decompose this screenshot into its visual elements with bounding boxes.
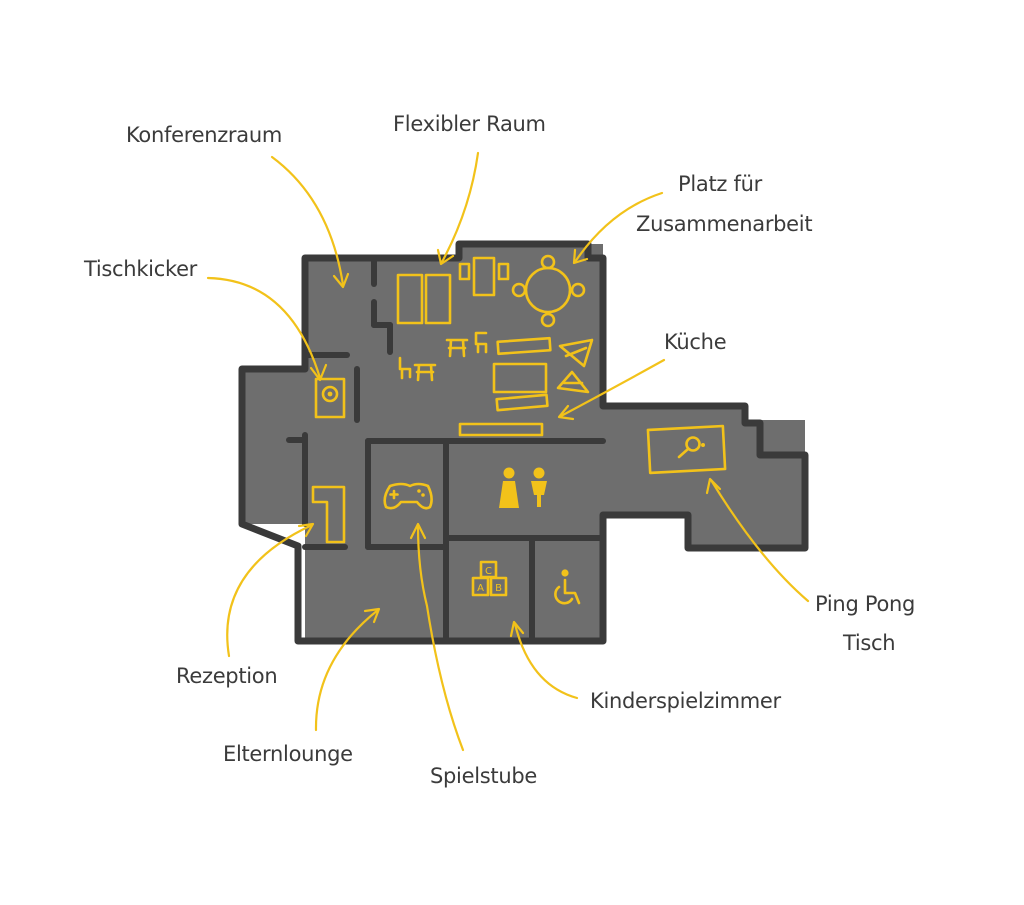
label-kinderspielzimmer: Kinderspielzimmer [590, 689, 782, 713]
wheelchair-icon [554, 569, 581, 605]
label-tischkicker: Tischkicker [83, 257, 198, 281]
label-rezeption: Rezeption [176, 664, 277, 688]
label-elternlounge: Elternlounge [223, 742, 353, 766]
room-labels: Konferenzraum Flexibler Raum Platz für Z… [83, 112, 915, 788]
toy-blocks-icon: C A B [471, 560, 508, 597]
label-spielstube: Spielstube [430, 764, 537, 788]
block-letter-c: C [485, 566, 492, 577]
leader-lines [206, 151, 810, 752]
outer-walls [238, 240, 809, 645]
restroom-icon [499, 467, 547, 508]
label-ping-pong-line2: Tisch [842, 631, 895, 655]
reception-desk [311, 485, 346, 544]
collaboration-table [511, 254, 586, 328]
label-zusammenarbeit-line1: Platz für [678, 172, 763, 196]
label-ping-pong-line1: Ping Pong [815, 592, 915, 616]
block-letter-b: B [495, 583, 502, 594]
label-kueche: Küche [664, 330, 726, 354]
kitchen-counters [458, 336, 594, 437]
flexible-room-tables [396, 256, 510, 325]
block-letter-a: A [477, 583, 484, 594]
label-zusammenarbeit-line2: Zusammenarbeit [636, 212, 812, 236]
game-controller-icon [383, 482, 433, 510]
label-flexibler-raum: Flexibler Raum [393, 112, 546, 136]
bar-stools [398, 331, 488, 382]
ping-pong-paddle-icon [646, 424, 727, 475]
soccer-ball-icon [314, 377, 346, 419]
label-konferenzraum: Konferenzraum [126, 123, 282, 147]
